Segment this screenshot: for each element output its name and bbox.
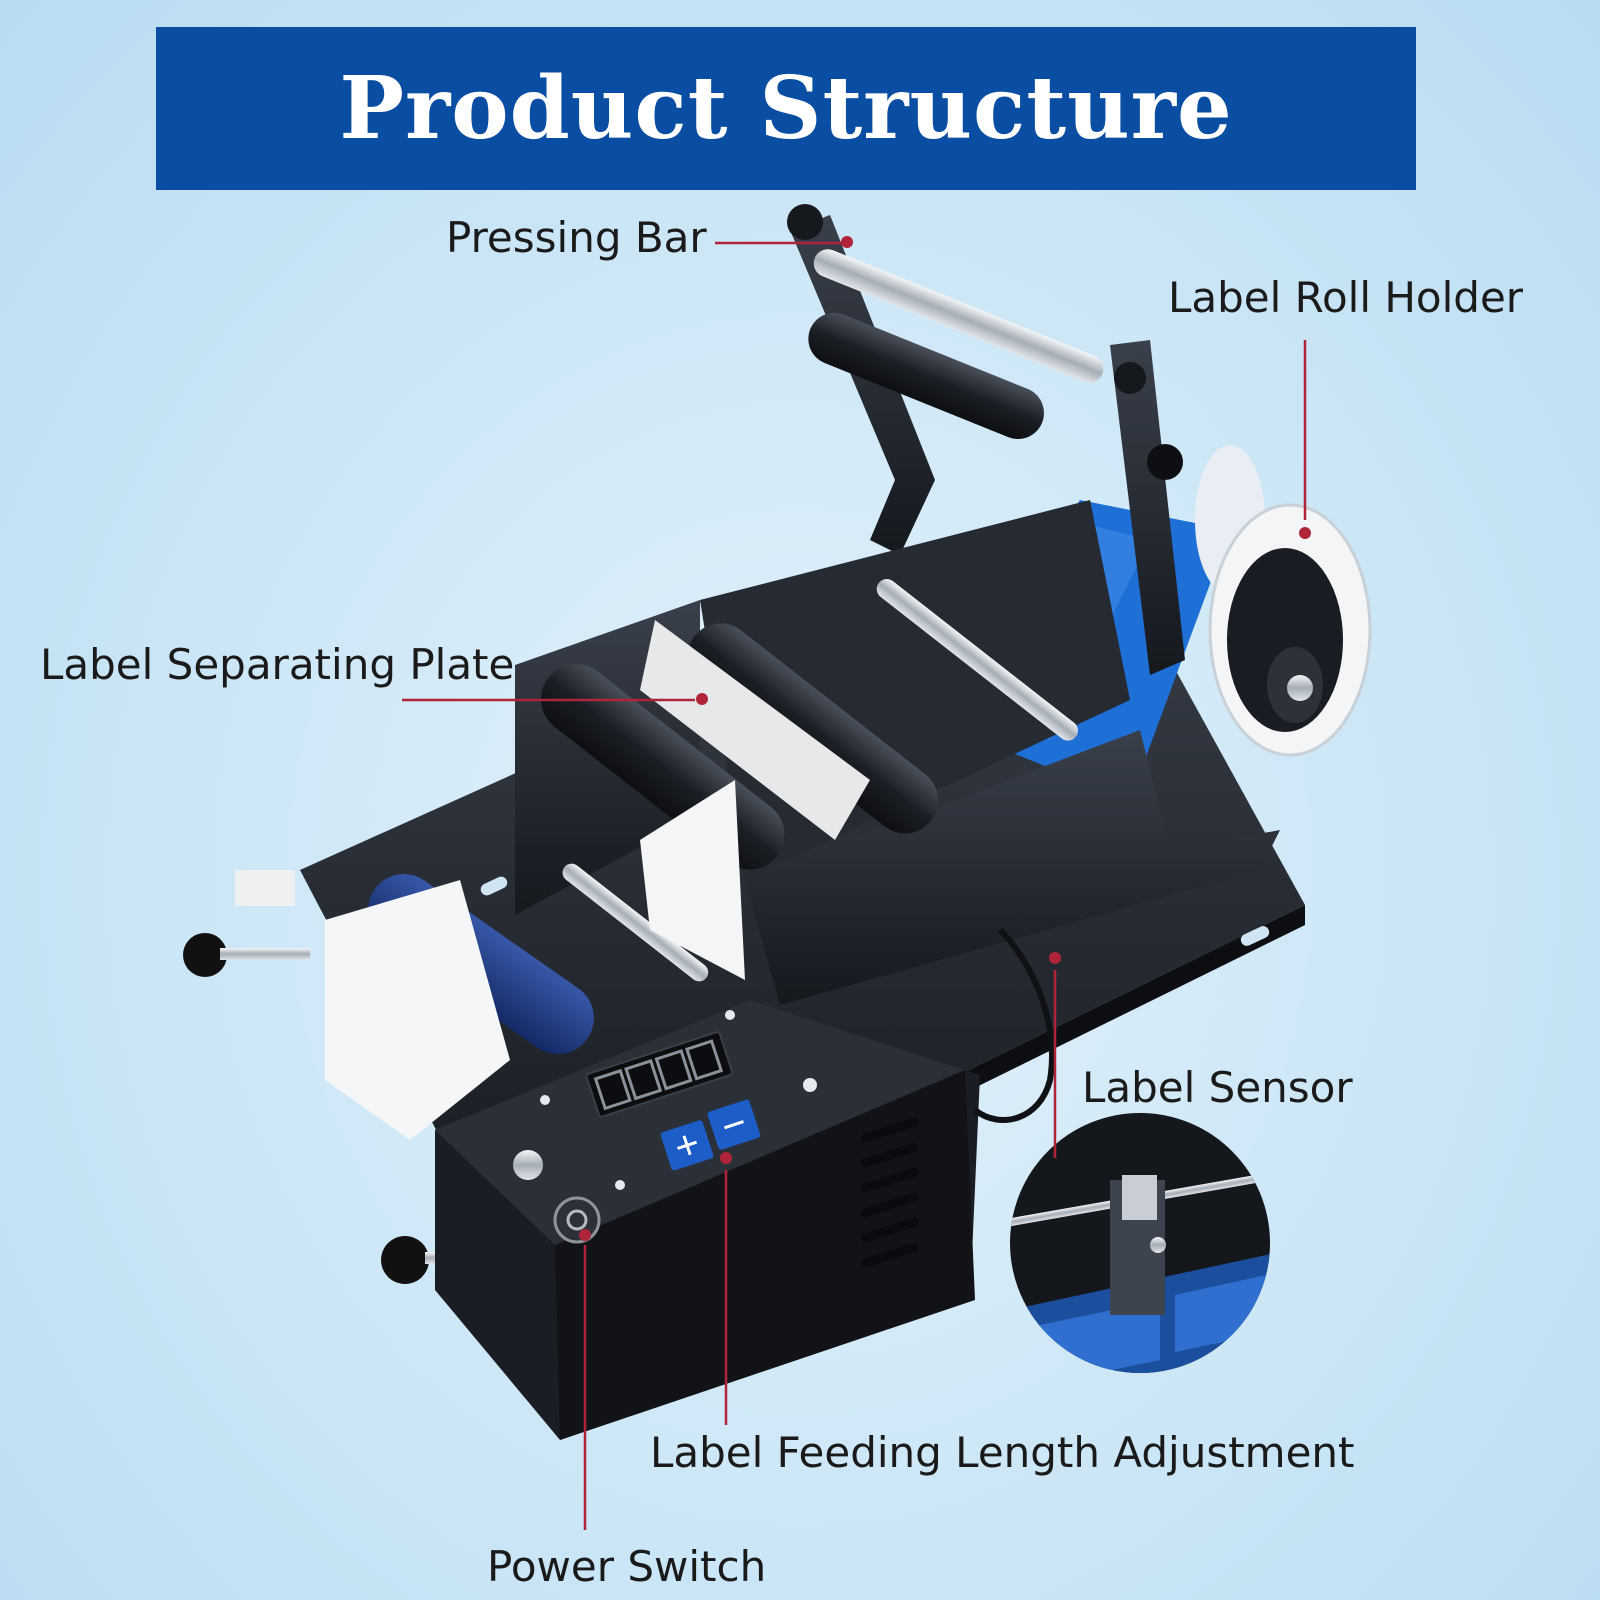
pressing-arm <box>787 204 1185 675</box>
power-switch-icon <box>553 1196 601 1244</box>
label-power-switch: Power Switch <box>487 1542 767 1591</box>
start-button <box>513 1150 543 1180</box>
sensor-inset <box>1010 1113 1270 1373</box>
label-label-sensor: Label Sensor <box>1082 1063 1353 1112</box>
vent-slots <box>861 1117 919 1268</box>
leader-lines <box>402 236 1311 1530</box>
leader-label-roll-holder <box>1299 340 1311 539</box>
page-title: Product Structure <box>339 58 1233 159</box>
control-box <box>435 1000 980 1440</box>
label-label-feeding-length-adjustment: Label Feeding Length Adjustment <box>650 1428 1355 1477</box>
leader-label-feeding-length <box>720 1152 732 1425</box>
minus-button <box>707 1099 761 1150</box>
label-label-separating-plate: Label Separating Plate <box>40 640 515 689</box>
leader-label-separating-plate <box>402 693 708 705</box>
label-pressing-bar: Pressing Bar <box>446 213 707 262</box>
separating-plate <box>325 620 870 1140</box>
label-label-roll-holder: Label Roll Holder <box>1168 273 1524 322</box>
leader-pressing-bar <box>715 236 853 248</box>
roll-holder-disk <box>1208 503 1372 757</box>
title-banner: Product Structure <box>156 27 1416 190</box>
leader-power-switch <box>579 1229 591 1530</box>
adjustment-knobs <box>183 870 485 1284</box>
plus-button <box>660 1120 714 1171</box>
leader-label-sensor <box>1049 952 1061 1158</box>
digital-display <box>585 1031 734 1118</box>
sensor-cable <box>973 927 1055 1123</box>
